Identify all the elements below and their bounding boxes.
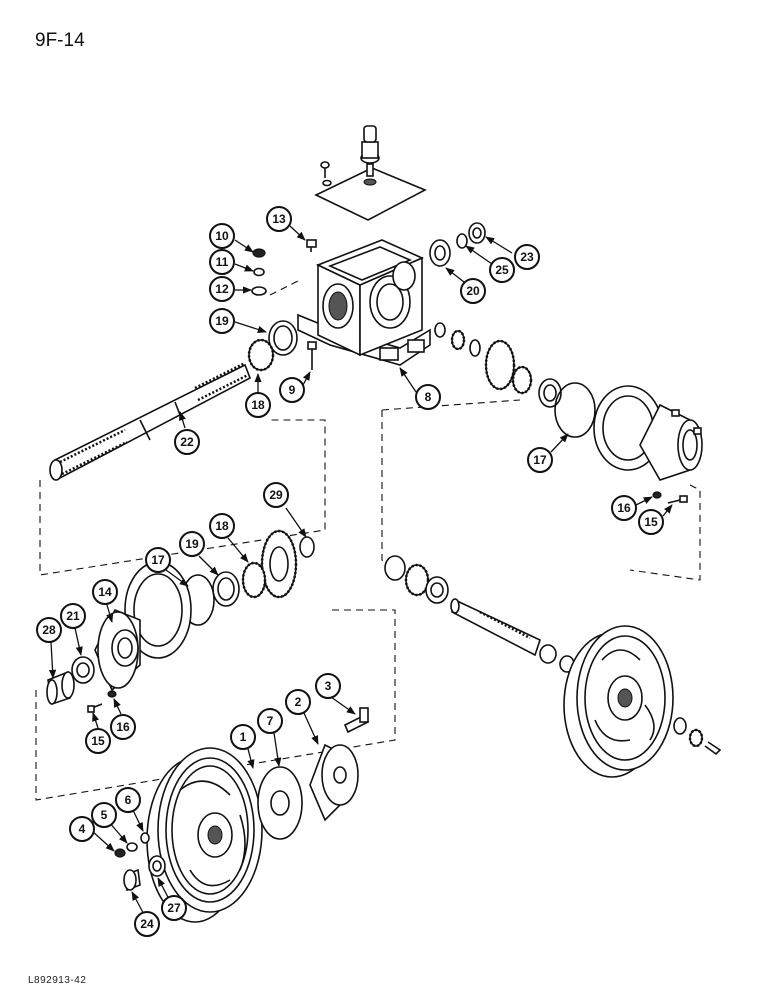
callout-15-right: 15 [638, 509, 664, 535]
gearbox-housing [297, 239, 431, 366]
svg-text:4: 4 [79, 822, 86, 836]
svg-text:28: 28 [42, 623, 56, 637]
svg-text:12: 12 [215, 282, 229, 296]
svg-text:24: 24 [140, 917, 154, 931]
svg-text:15: 15 [91, 734, 105, 748]
callout-17-right: 17 [527, 447, 553, 473]
callout-16-left: 16 [110, 714, 136, 740]
small-hardware-lower-left [114, 832, 166, 892]
svg-text:19: 19 [185, 537, 199, 551]
callout-22: 22 [174, 429, 200, 455]
callout-7: 7 [257, 708, 283, 734]
callout-3: 3 [315, 673, 341, 699]
svg-text:8: 8 [425, 390, 432, 404]
svg-text:16: 16 [116, 720, 130, 734]
leader-arrows [48, 225, 673, 921]
callout-6: 6 [115, 787, 141, 813]
svg-text:13: 13 [272, 212, 286, 226]
bolt-13 [306, 239, 317, 252]
callout-1: 1 [230, 724, 256, 750]
callout-15-left: 15 [85, 728, 111, 754]
right-bearing-housing [639, 403, 703, 504]
svg-text:23: 23 [520, 250, 534, 264]
svg-text:20: 20 [466, 284, 480, 298]
callout-9: 9 [279, 377, 305, 403]
svg-text:15: 15 [644, 515, 658, 529]
middle-bearing-gear-stack [124, 529, 315, 659]
callout-13: 13 [266, 206, 292, 232]
svg-text:1: 1 [240, 730, 247, 744]
page-code: 9F-14 [35, 30, 85, 51]
svg-text:18: 18 [215, 519, 229, 533]
svg-text:11: 11 [216, 255, 229, 269]
svg-text:21: 21 [66, 609, 80, 623]
callout-19-upper: 19 [209, 308, 235, 334]
fastener-stack-10-12 [251, 248, 267, 296]
callout-12: 12 [209, 276, 235, 302]
callout-2: 2 [285, 689, 311, 715]
callout-17-middle: 17 [145, 547, 171, 573]
top-right-seal-stack [429, 222, 486, 267]
svg-text:17: 17 [151, 553, 165, 567]
svg-text:6: 6 [125, 793, 132, 807]
callout-21: 21 [60, 603, 86, 629]
svg-text:22: 22 [180, 435, 194, 449]
callout-24: 24 [134, 911, 160, 937]
main-shaft [49, 361, 252, 481]
callout-19-middle: 19 [179, 531, 205, 557]
callout-25: 25 [489, 257, 515, 283]
svg-text:16: 16 [617, 501, 631, 515]
svg-text:25: 25 [495, 263, 509, 277]
callout-27: 27 [161, 895, 187, 921]
svg-text:5: 5 [101, 808, 108, 822]
callout-18-upper: 18 [245, 392, 271, 418]
svg-text:14: 14 [98, 585, 112, 599]
svg-text:17: 17 [533, 453, 547, 467]
callout-10: 10 [209, 223, 235, 249]
svg-text:18: 18 [251, 398, 265, 412]
svg-text:9: 9 [289, 383, 296, 397]
svg-text:10: 10 [215, 229, 229, 243]
svg-text:19: 19 [215, 314, 229, 328]
svg-text:27: 27 [167, 901, 181, 915]
callout-4: 4 [69, 816, 95, 842]
left-pulley [146, 747, 263, 923]
figure-id: L892913-42 [28, 975, 87, 986]
right-gear-train [434, 322, 663, 471]
callout-8: 8 [415, 384, 441, 410]
callout-18-middle: 18 [209, 513, 235, 539]
callout-5: 5 [91, 802, 117, 828]
callout-28: 28 [36, 617, 62, 643]
callout-29: 29 [263, 482, 289, 508]
callout-11: 11 [209, 249, 235, 275]
top-cover-assembly [314, 125, 427, 221]
upper-bearing-cup-cone [247, 320, 298, 372]
callout-23: 23 [514, 244, 540, 270]
right-pulley [563, 625, 722, 778]
lower-right-shaft [384, 555, 575, 673]
callout-16-right: 16 [611, 495, 637, 521]
svg-text:3: 3 [325, 679, 332, 693]
left-bearing-housing [46, 608, 141, 713]
callout-20: 20 [460, 278, 486, 304]
svg-text:7: 7 [267, 714, 274, 728]
hub-assembly [257, 707, 370, 840]
bolt-9 [307, 341, 317, 370]
callout-14: 14 [92, 579, 118, 605]
svg-text:29: 29 [269, 488, 283, 502]
svg-text:2: 2 [295, 695, 302, 709]
